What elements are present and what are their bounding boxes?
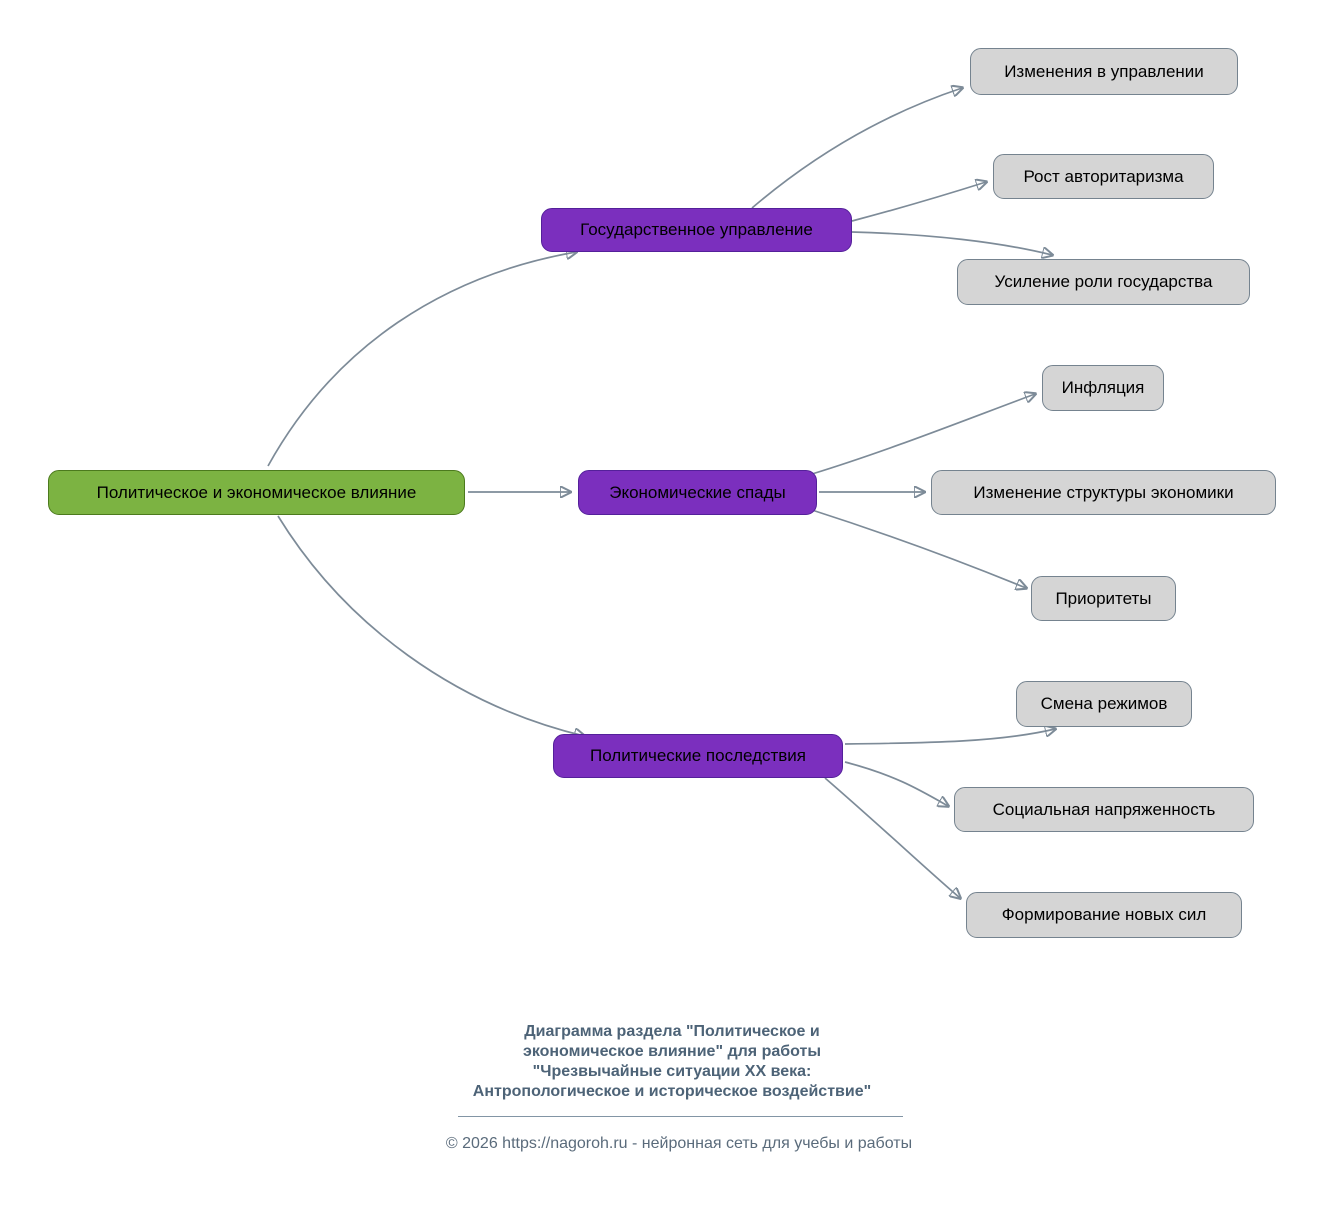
node-branch-political: Политические последствия	[553, 734, 843, 778]
edge-political-social-tension	[844, 761, 948, 806]
edge-root-government	[267, 252, 576, 467]
node-branch-government: Государственное управление	[541, 208, 852, 252]
edge-government-state-role	[851, 231, 1052, 255]
node-leaf-economy-structure: Изменение структуры экономики	[931, 470, 1276, 515]
node-leaf-inflation: Инфляция	[1042, 365, 1164, 411]
footer-divider	[458, 1116, 903, 1117]
node-leaf-authoritarianism: Рост авторитаризма	[993, 154, 1214, 199]
edge-government-authoritarianism	[851, 182, 986, 222]
node-leaf-management-changes: Изменения в управлении	[970, 48, 1238, 95]
edge-political-new-forces	[824, 777, 960, 898]
node-leaf-regime-change: Смена режимов	[1016, 681, 1192, 727]
node-leaf-priorities: Приоритеты	[1031, 576, 1176, 621]
node-branch-economic: Экономические спады	[578, 470, 817, 515]
node-leaf-state-role: Усиление роли государства	[957, 259, 1250, 305]
edge-economic-priorities	[811, 509, 1026, 588]
edge-root-political	[277, 515, 584, 736]
edge-political-regime-change	[844, 729, 1055, 745]
edge-economic-inflation	[811, 394, 1035, 475]
edge-government-changes	[751, 88, 962, 209]
node-leaf-new-forces: Формирование новых сил	[966, 892, 1242, 938]
node-root: Политическое и экономическое влияние	[48, 470, 465, 515]
footer-copyright: © 2026 https://nagoroh.ru - нейронная се…	[445, 1135, 913, 1152]
node-leaf-social-tension: Социальная напряженность	[954, 787, 1254, 832]
footer-title: Диаграмма раздела "Политическое и эконом…	[472, 1023, 872, 1100]
